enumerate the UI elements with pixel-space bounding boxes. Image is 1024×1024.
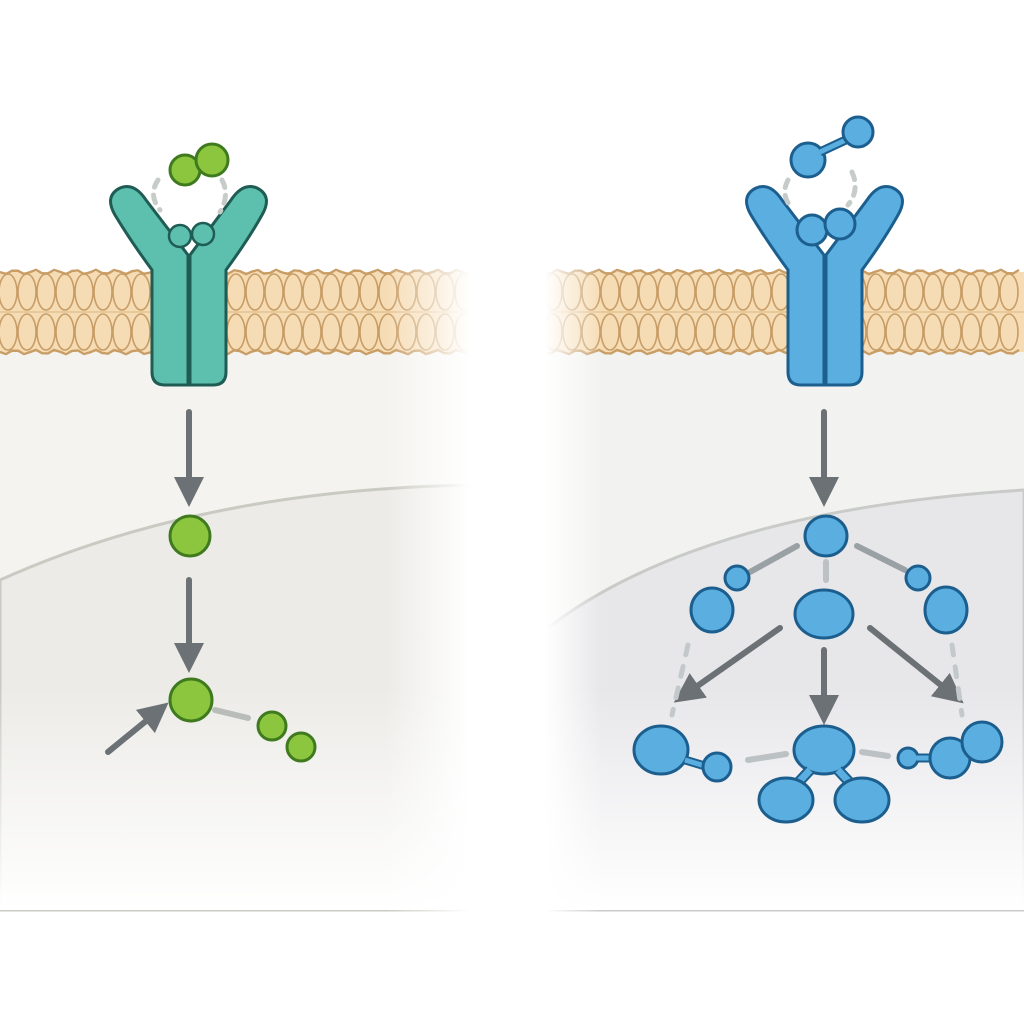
left-fade-bottom xyxy=(0,350,470,910)
right-output-right-far xyxy=(960,720,1004,764)
right-bound-ball-a xyxy=(795,213,829,247)
left-bound-ball-a xyxy=(167,223,193,249)
ligand-dimer-icon xyxy=(151,142,230,249)
right-hub-link-left xyxy=(747,543,800,575)
left-panel xyxy=(0,0,470,1024)
left-product-a xyxy=(256,710,288,742)
right-hub-link-right xyxy=(854,543,908,573)
ligand-dimer-icon xyxy=(782,115,875,247)
right-node-right-small xyxy=(904,564,932,592)
signal-arrow-icon xyxy=(105,702,169,755)
signal-arrow-icon xyxy=(673,625,783,703)
right-output-hub xyxy=(792,724,856,776)
right-bound-ball-b xyxy=(823,207,857,241)
right-side-dash-right xyxy=(949,642,965,718)
right-ligand-b xyxy=(841,115,875,149)
right-output-dash-right xyxy=(859,749,891,759)
left-release-dash xyxy=(212,707,251,721)
right-binding-dash xyxy=(782,169,858,211)
left-pathway xyxy=(105,409,317,763)
right-output-left xyxy=(632,724,690,776)
right-output-right-small xyxy=(896,746,920,770)
right-pathway xyxy=(632,409,1004,824)
right-side-dash-left xyxy=(669,642,691,718)
right-ligand-a xyxy=(789,141,827,179)
right-panel xyxy=(545,0,1024,1024)
left-intermediate xyxy=(168,514,212,558)
right-output-bottom-left xyxy=(757,776,815,824)
right-node-left-small xyxy=(723,564,751,592)
right-node-center xyxy=(793,588,855,640)
left-bound-ball-b xyxy=(190,221,216,247)
signal-arrow-icon xyxy=(867,625,964,704)
right-output-bottom-right xyxy=(833,776,891,824)
right-output-dash-left xyxy=(745,751,789,763)
right-node-left xyxy=(689,586,735,634)
left-binding-dash xyxy=(151,177,228,215)
left-product-b xyxy=(285,731,317,763)
left-effector xyxy=(168,677,214,723)
right-hub xyxy=(803,514,849,558)
right-output-left-small xyxy=(701,751,733,783)
right-node-right xyxy=(923,585,969,635)
left-ligand-b xyxy=(194,142,230,178)
